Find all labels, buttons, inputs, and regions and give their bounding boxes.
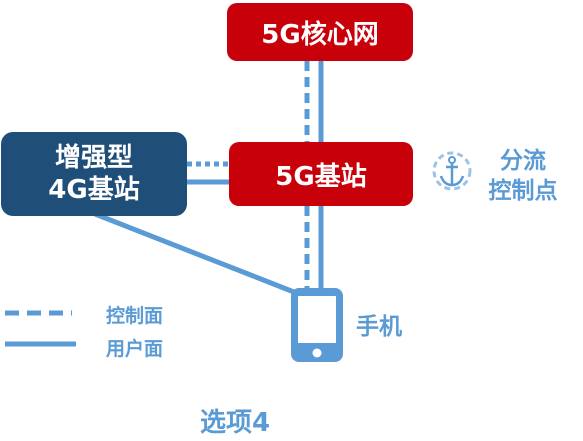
enhanced-4g-label-line1: 增强型: [54, 143, 133, 173]
split-control-label: 分流 控制点: [478, 146, 568, 206]
anchor-icon: [432, 151, 472, 191]
option-title: 选项4: [200, 408, 271, 438]
enhanced-4g-label-line2: 4G基站: [48, 175, 140, 205]
base-station-5g-box: 5G基站: [229, 142, 413, 206]
split-control-line2: 控制点: [488, 178, 558, 204]
enhanced-4g-base-station-box: 增强型 4G基站: [1, 132, 187, 216]
core-network-label: 5G核心网: [261, 19, 379, 50]
bs4g-phone-user-line: [94, 211, 300, 297]
legend-control-plane-label: 控制面: [106, 305, 164, 327]
legend-user-plane-label: 用户面: [106, 338, 164, 360]
core-network-box: 5G核心网: [227, 3, 413, 61]
phone-label: 手机: [356, 314, 402, 340]
split-control-line1: 分流: [500, 148, 546, 174]
phone-icon: [291, 288, 343, 362]
base-station-5g-label: 5G基站: [275, 161, 367, 192]
